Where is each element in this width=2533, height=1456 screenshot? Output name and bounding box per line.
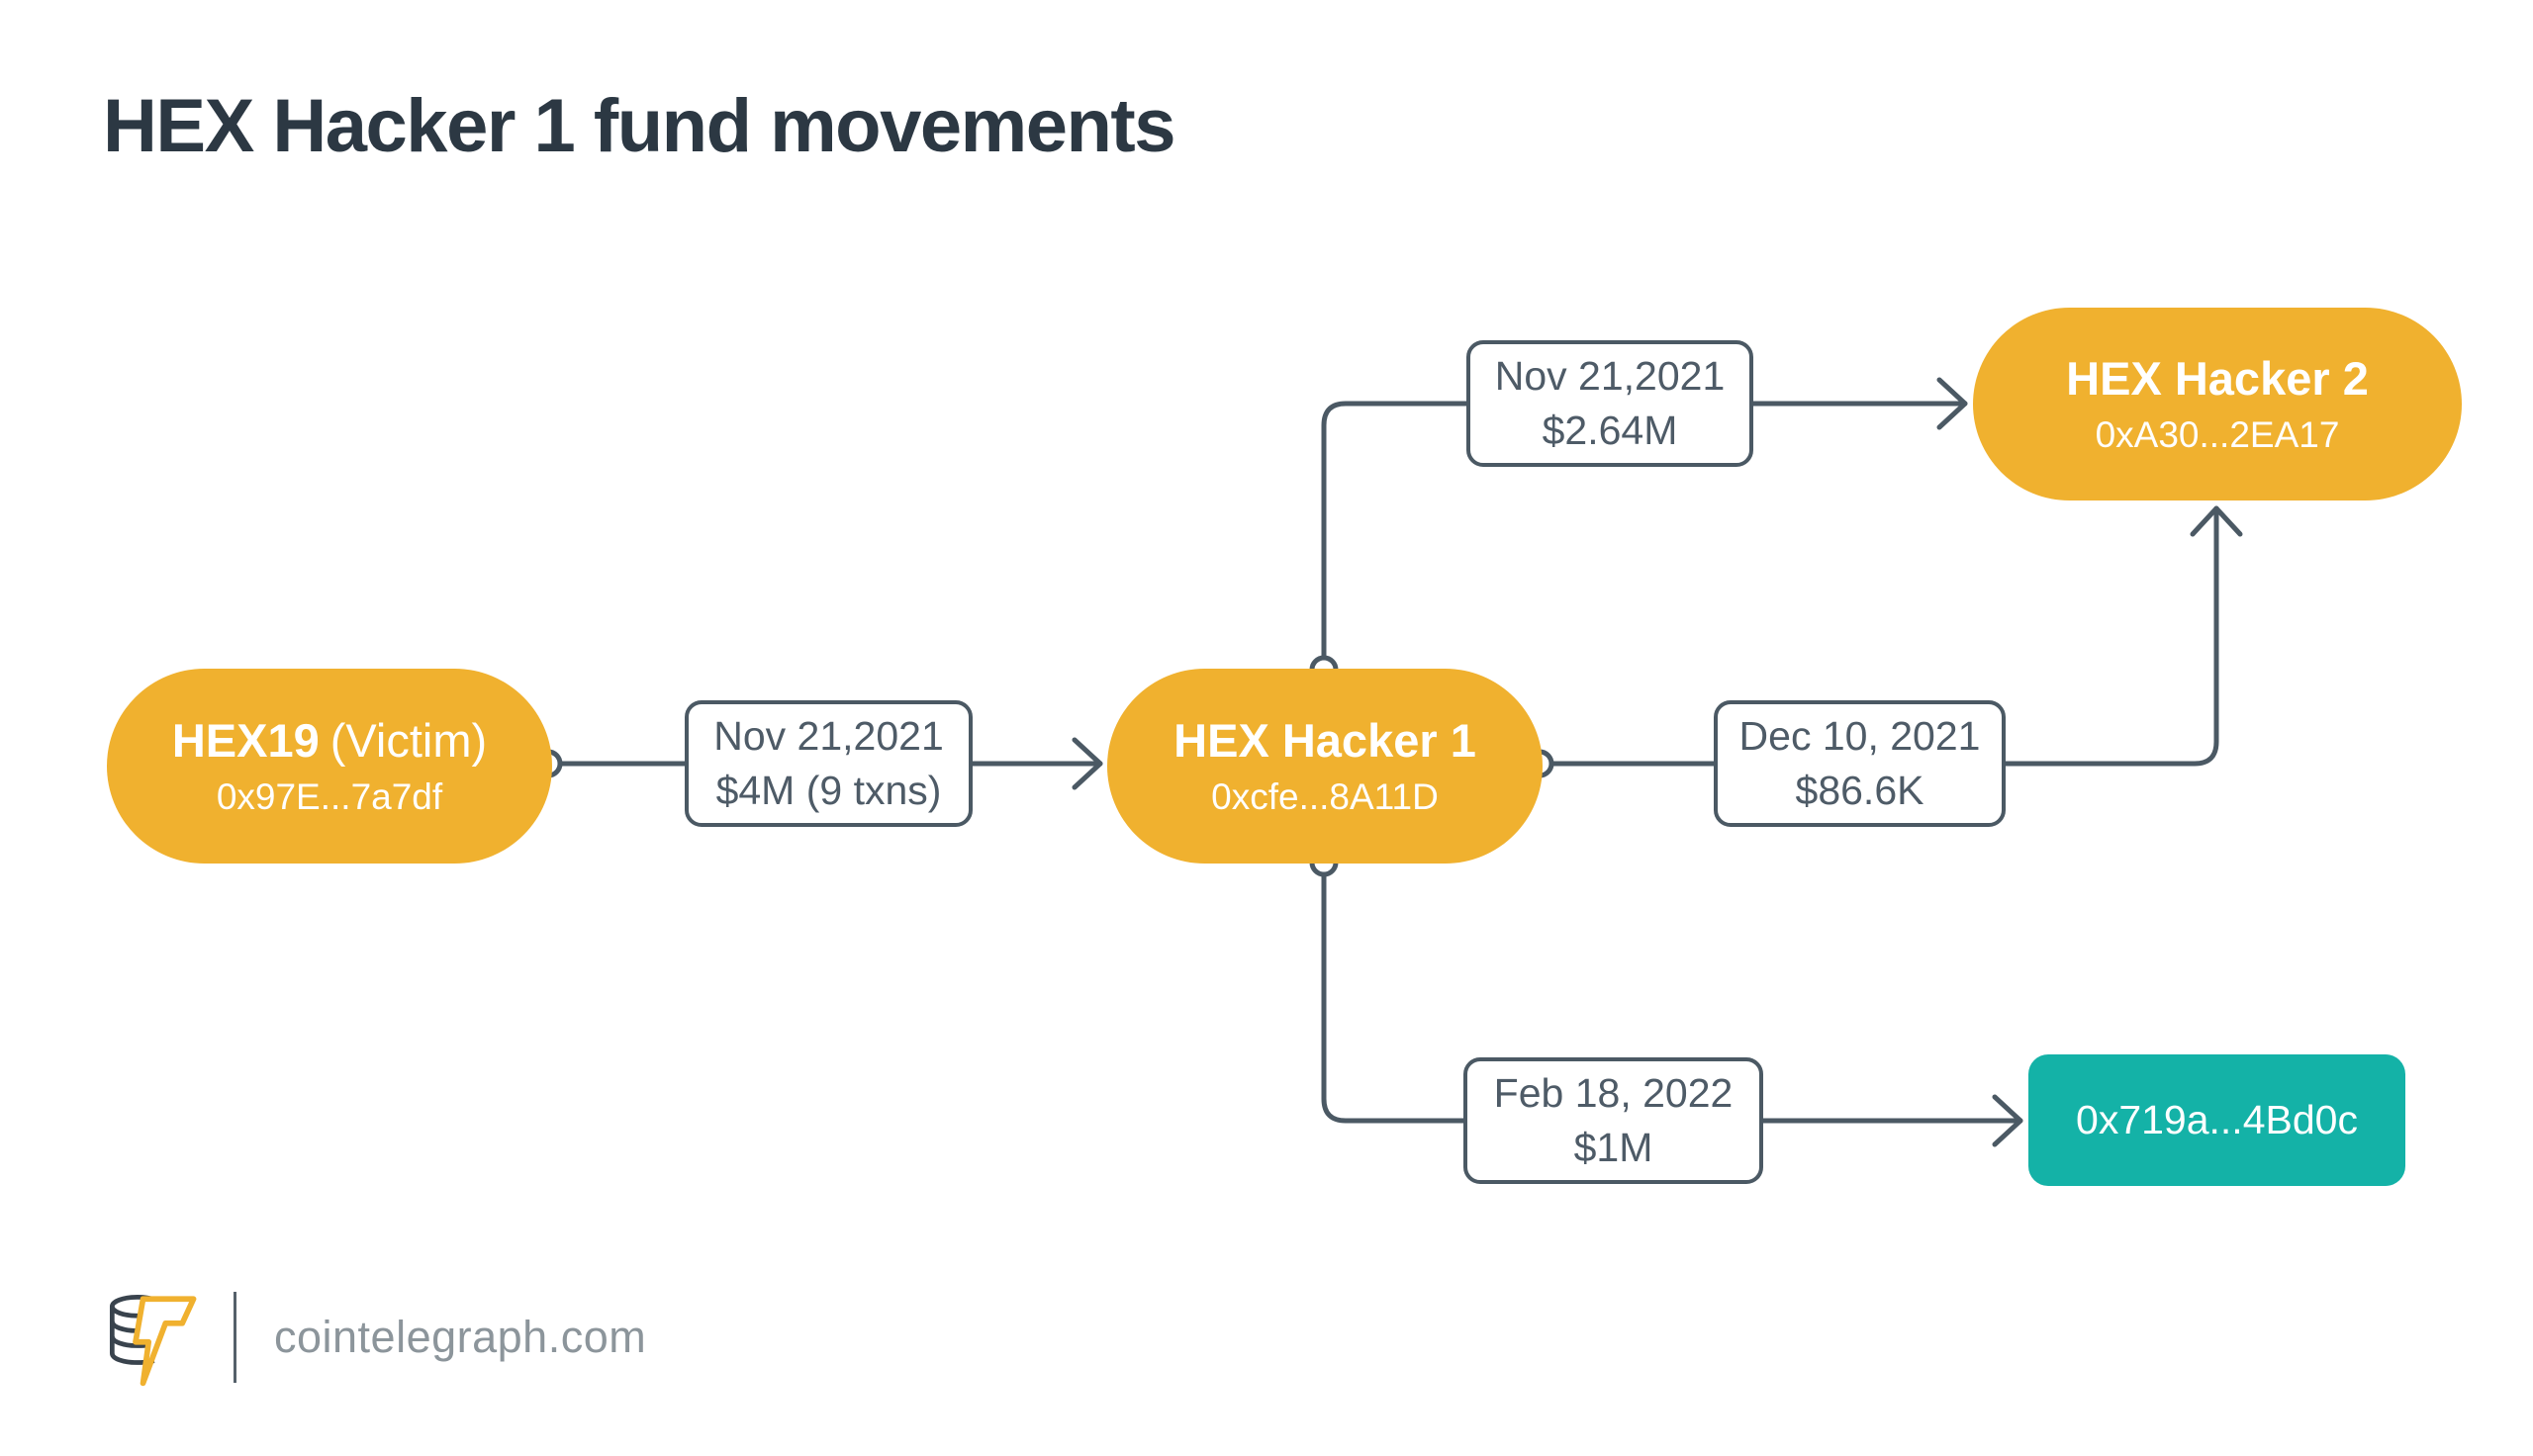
- tx-date: Dec 10, 2021: [1738, 713, 1981, 760]
- tx-amount: $1M: [1573, 1125, 1653, 1170]
- arrowhead-into-hacker1: [1072, 737, 1103, 790]
- page-title: HEX Hacker 1 fund movements: [103, 84, 1176, 168]
- tx-box-4m: Nov 21,2021 $4M (9 txns): [685, 700, 973, 827]
- node-hacker2-name: HEX Hacker 2: [2066, 352, 2369, 406]
- node-wallet-address: 0x719a...4Bd0c: [2076, 1097, 2358, 1143]
- tx-box-86-6k: Dec 10, 2021 $86.6K: [1714, 700, 2006, 827]
- arrowhead-into-wallet: [1992, 1094, 2023, 1147]
- node-wallet-0x719a: 0x719a...4Bd0c: [2028, 1054, 2405, 1186]
- node-hex19-name: HEX19: [171, 714, 320, 768]
- connector-hacker1-to-wallet: [1321, 860, 2023, 1124]
- tx-box-1m: Feb 18, 2022 $1M: [1463, 1057, 1763, 1184]
- footer-site-label: cointelegraph.com: [274, 1312, 647, 1362]
- connector-hacker1-to-hacker2: [1321, 401, 1968, 673]
- node-hex-hacker-2: HEX Hacker 2 0xA30...2EA17: [1973, 308, 2462, 500]
- tx-date: Nov 21,2021: [1494, 353, 1726, 400]
- node-hacker1-name: HEX Hacker 1: [1173, 714, 1476, 768]
- node-hex19-address: 0x97E...7a7df: [216, 775, 443, 817]
- node-hacker2-address: 0xA30...2EA17: [2095, 413, 2340, 455]
- lightning-bolt-icon: [133, 1296, 197, 1387]
- tx-box-2-64m: Nov 21,2021 $2.64M: [1466, 340, 1753, 467]
- node-hacker1-address: 0xcfe...8A11D: [1211, 775, 1439, 817]
- tx-amount: $86.6K: [1795, 768, 1924, 813]
- tx-amount: $2.64M: [1542, 408, 1678, 453]
- arrowhead-into-hacker2-bottom: [2190, 505, 2243, 537]
- footer-brand: cointelegraph.com: [105, 1286, 646, 1389]
- cointelegraph-logo-icon: [109, 1294, 197, 1387]
- node-hex19-suffix: (Victim): [329, 714, 488, 768]
- footer-divider: [234, 1292, 236, 1383]
- node-hex19-title: HEX19(Victim): [172, 714, 487, 768]
- node-hex19-victim: HEX19(Victim) 0x97E...7a7df: [107, 669, 552, 864]
- tx-date: Nov 21,2021: [713, 713, 944, 760]
- node-hex-hacker-1: HEX Hacker 1 0xcfe...8A11D: [1107, 669, 1543, 864]
- connector-hacker1-to-hacker2-via-dec: [1537, 505, 2219, 767]
- tx-date: Feb 18, 2022: [1493, 1070, 1734, 1117]
- arrowhead-into-hacker2-left: [1936, 377, 1968, 430]
- tx-amount: $4M (9 txns): [715, 768, 942, 813]
